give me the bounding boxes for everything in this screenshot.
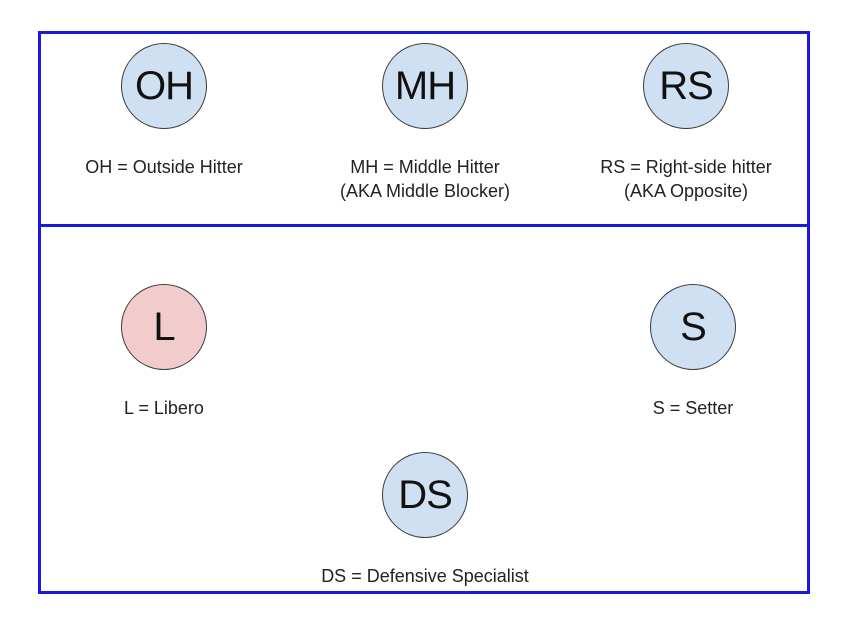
position-label-oh-line1: OH = Outside Hitter: [85, 157, 243, 177]
position-label-rs-line2: (AKA Opposite): [623, 181, 749, 201]
position-libero: L L = Libero: [54, 284, 274, 420]
position-label-l: L = Libero: [54, 396, 274, 420]
position-circle-rs: RS: [643, 43, 729, 129]
position-label-ds: DS = Defensive Specialist: [315, 564, 535, 588]
position-right-side-hitter: RS RS = Right-side hitter (AKA Opposite): [576, 43, 796, 203]
position-defensive-specialist: DS DS = Defensive Specialist: [315, 452, 535, 588]
court-outline: [38, 31, 810, 594]
position-label-l-line1: L = Libero: [124, 398, 204, 418]
position-label-mh: MH = Middle Hitter (AKA Middle Blocker): [315, 155, 535, 203]
position-circle-ds: DS: [382, 452, 468, 538]
position-circle-l: L: [121, 284, 207, 370]
position-circle-mh: MH: [382, 43, 468, 129]
position-label-oh: OH = Outside Hitter: [54, 155, 274, 179]
court-dividing-line: [38, 224, 810, 227]
position-middle-hitter: MH MH = Middle Hitter (AKA Middle Blocke…: [315, 43, 535, 203]
position-label-mh-line1: MH = Middle Hitter: [350, 157, 500, 177]
position-label-rs: RS = Right-side hitter (AKA Opposite): [576, 155, 796, 203]
position-outside-hitter: OH OH = Outside Hitter: [54, 43, 274, 179]
position-label-rs-line1: RS = Right-side hitter: [600, 157, 772, 177]
position-label-s-line1: S = Setter: [652, 398, 734, 418]
position-label-ds-line1: DS = Defensive Specialist: [321, 566, 529, 586]
position-label-s: S = Setter: [583, 396, 803, 420]
position-setter: S S = Setter: [583, 284, 803, 420]
position-circle-oh: OH: [121, 43, 207, 129]
position-circle-s: S: [650, 284, 736, 370]
position-label-mh-line2: (AKA Middle Blocker): [339, 181, 511, 201]
